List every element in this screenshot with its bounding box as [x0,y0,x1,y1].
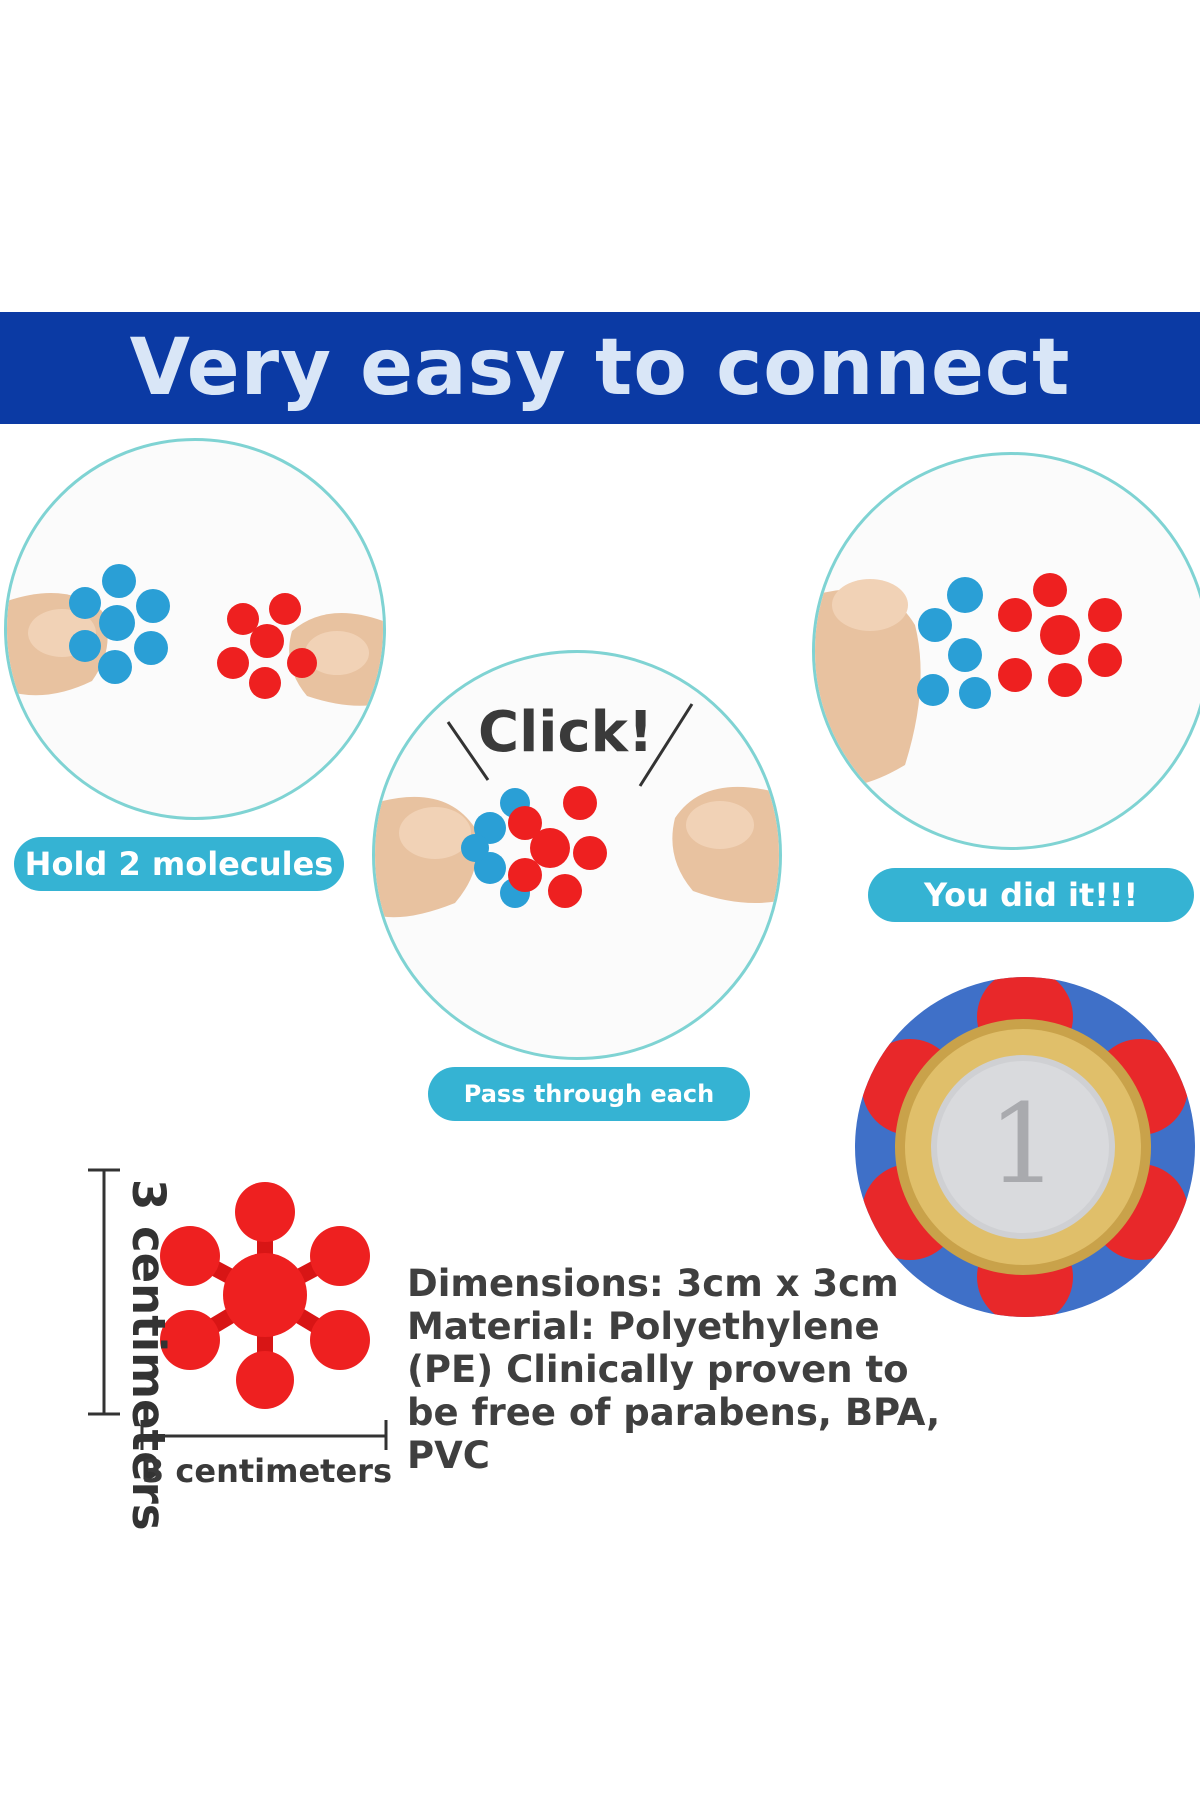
step-3-label: You did it!!! [868,868,1194,922]
coin-numeral: 1 [988,1080,1058,1208]
click-label: Click! [478,700,654,765]
spec-line: Dimensions: 3cm x 3cm [407,1262,899,1305]
step-1-label: Hold 2 molecules [14,837,344,891]
spec-line: Material: Polyethylene [407,1305,880,1348]
page-title: Very easy to connect [129,323,1071,413]
header-banner [0,312,1200,424]
single-molecule [160,1182,370,1409]
spec-line: (PE) Clinically proven to [407,1348,909,1391]
step-2-label: Pass through each other [428,1067,750,1162]
connected-molecules [815,573,1122,788]
dimension-markers [88,1168,388,1450]
coin-size-comparison: 1 [855,977,1195,1317]
height-label: 3 centimeters [122,1179,175,1531]
width-label: 3 centimeters [142,1452,392,1490]
spec-line: PVC [407,1434,490,1477]
step-3-photo [812,452,1200,850]
click-lines [446,703,694,787]
spec-line: be free of parabens, BPA, [407,1391,941,1434]
product-specs: Dimensions: 3cm x 3cm Material: Polyethy… [407,1262,967,1477]
step-1-photo [4,438,386,820]
step-2-photo [372,650,782,1060]
hands-holding-two-molecules [7,564,383,706]
hands-connecting-molecules [375,786,779,918]
